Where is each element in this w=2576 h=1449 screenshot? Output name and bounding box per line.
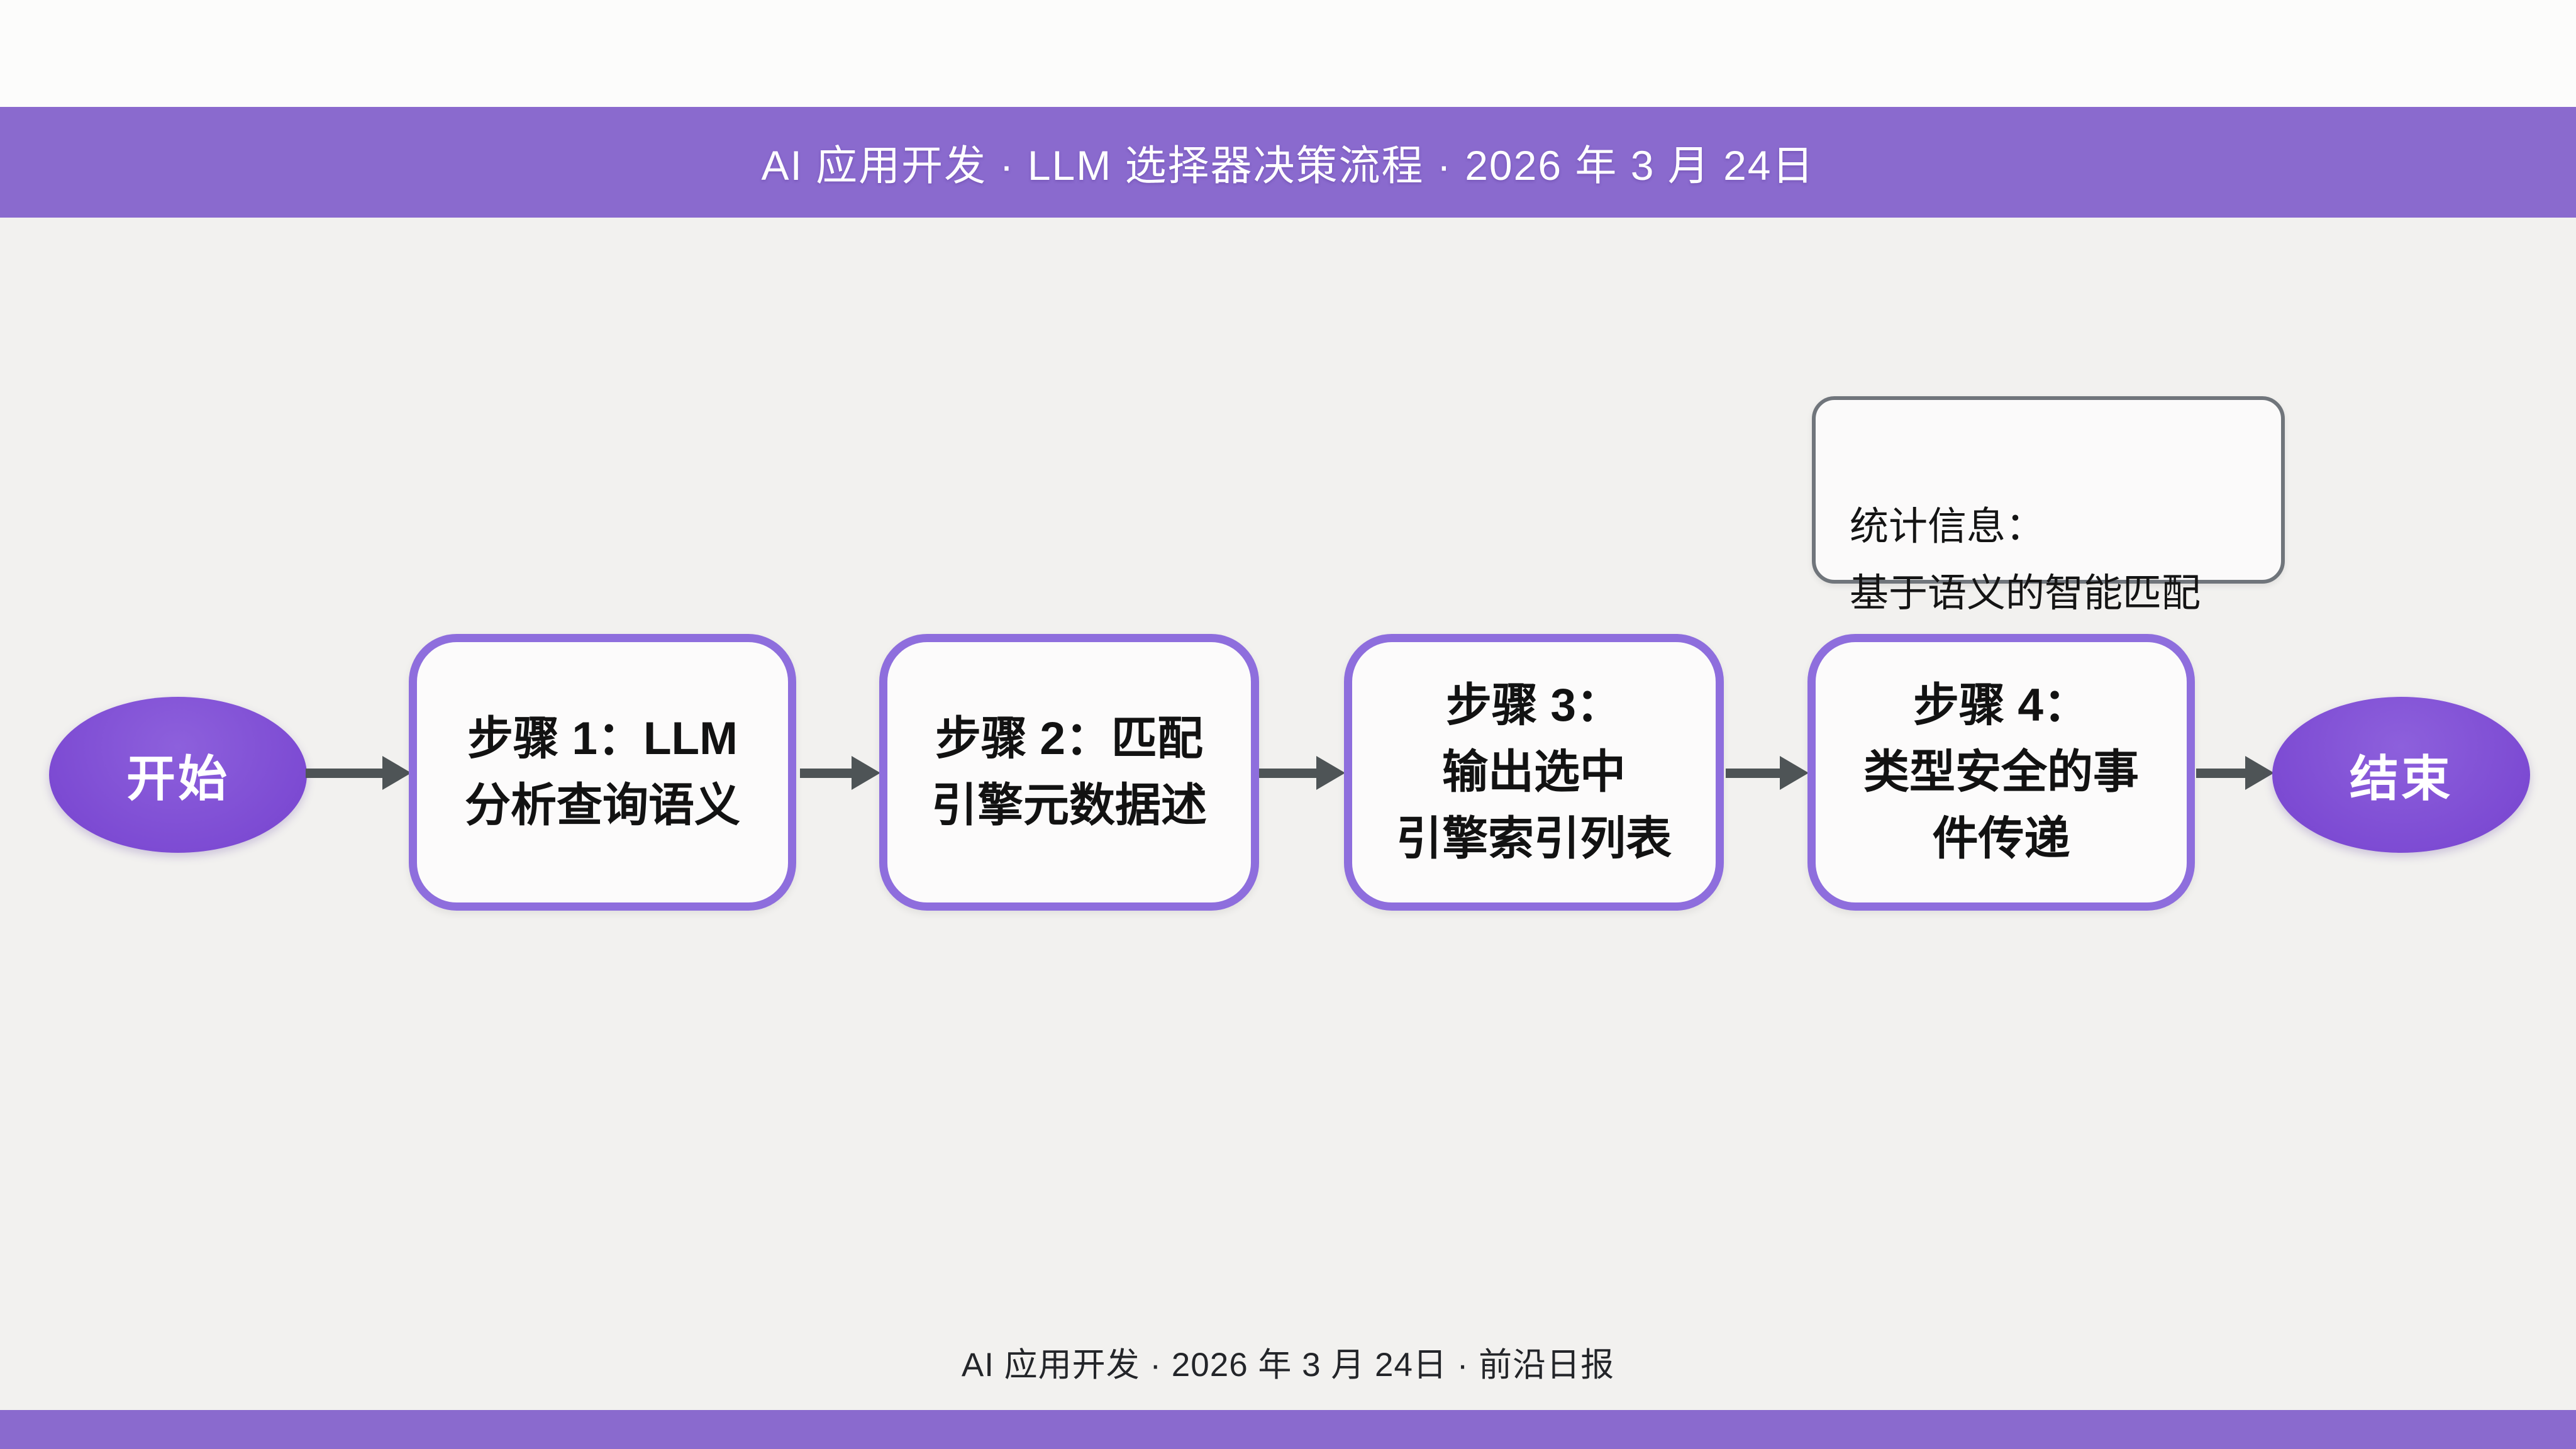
flow-node-start: 开始 [49,697,307,853]
annotation-text: 统计信息： 基于语义的智能匹配 [1850,504,2201,616]
end-label: 结束 [2349,751,2453,806]
top-strip [0,0,2576,107]
flow-step-2: 步骤 2：匹配 引擎元数据述 [879,634,1259,911]
flow-node-end: 结束 [2272,697,2530,853]
step-1-label: 步骤 1：LLM 分析查询语义 [465,713,740,831]
flow-step-3: 步骤 3： 输出选中 引擎索引列表 [1344,634,1724,911]
flow-arrow-2 [800,756,880,790]
header-banner: AI 应用开发 · LLM 选择器决策流程 · 2026 年 3 月 24日 [0,107,2576,218]
step-3-label: 步骤 3： 输出选中 引擎索引列表 [1396,680,1672,864]
flow-step-1: 步骤 1：LLM 分析查询语义 [409,634,796,911]
annotation-box: 统计信息： 基于语义的智能匹配 [1812,396,2285,615]
footer-text: AI 应用开发 · 2026 年 3 月 24日 · 前沿日报 [961,1346,1615,1384]
flow-arrow-1 [306,756,411,790]
flow-arrow-5 [2196,756,2274,790]
footer-caption: AI 应用开发 · 2026 年 3 月 24日 · 前沿日报 [0,1338,2576,1386]
flow-arrow-4 [1726,756,1809,790]
step-2-label: 步骤 2：匹配 引擎元数据述 [931,713,1207,831]
bottom-accent-bar [0,1410,2576,1449]
flow-step-4: 步骤 4： 类型安全的事 件传递 [1807,634,2195,911]
header-title: AI 应用开发 · LLM 选择器决策流程 · 2026 年 3 月 24日 [761,142,1815,189]
start-label: 开始 [126,751,230,806]
flow-arrow-3 [1259,756,1345,790]
step-4-label: 步骤 4： 类型安全的事 件传递 [1863,680,2139,864]
